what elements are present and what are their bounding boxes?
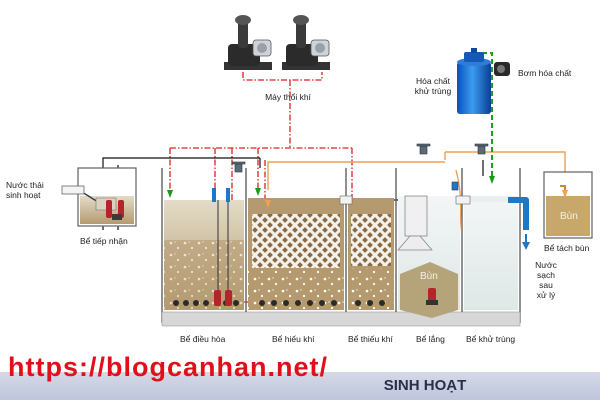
valve-icon [231,143,489,191]
chemical-drum-icon [457,48,491,114]
submersible-pump-icon [426,288,438,305]
blower-label: Máy thổi khí [265,92,311,102]
sludge-tank [543,171,593,239]
equalization-tank-label: Bể điều hòa [180,334,226,344]
sludge-storage-label: Bùn [560,211,578,222]
arrow-down-icon [522,242,530,250]
dosing-pump-label: Bơm hóa chất [518,68,572,78]
settling-tank-label: Bể lắng [416,334,445,344]
aerobic-tank [248,168,347,312]
arrow-down-icon [167,176,568,208]
disinfection-tank-label: Bể khử trùng [466,334,516,344]
watermark-url: https://blogcanhan.net/ [8,352,328,382]
influent-inlet [61,185,85,195]
influent-label: Nước thải sinh hoạt [6,180,44,200]
chemical-label: Hóa chất khử trùng [414,76,452,96]
blower-right [282,15,330,70]
receiving-tank-label: Bể tiếp nhận [80,236,128,246]
submersible-pump-icon [214,290,232,306]
anoxic-tank [339,168,397,312]
effluent-label: Nước sạch sau xử lý [535,260,557,300]
diagram-title: SINH HOẠT [0,377,600,394]
chemical-line [482,52,493,176]
receiving-tank [77,167,137,227]
aerobic-tank-label: Bể hiếu khí [272,334,315,344]
equalization-tank [164,168,247,312]
dosing-pump-icon [494,62,510,76]
blower-left [224,15,272,70]
sludge-tank-label: Bể tách bùn [544,243,590,253]
title-bar [0,372,600,400]
sludge-settling-label: Bùn [420,271,438,282]
disinfection-tank [455,195,518,310]
settling-tank [397,168,463,318]
anoxic-tank-label: Bể thiếu khí [348,334,393,344]
diagram-title-visible: SINH HOẠT [383,377,467,394]
effluent-pipe [508,197,530,250]
